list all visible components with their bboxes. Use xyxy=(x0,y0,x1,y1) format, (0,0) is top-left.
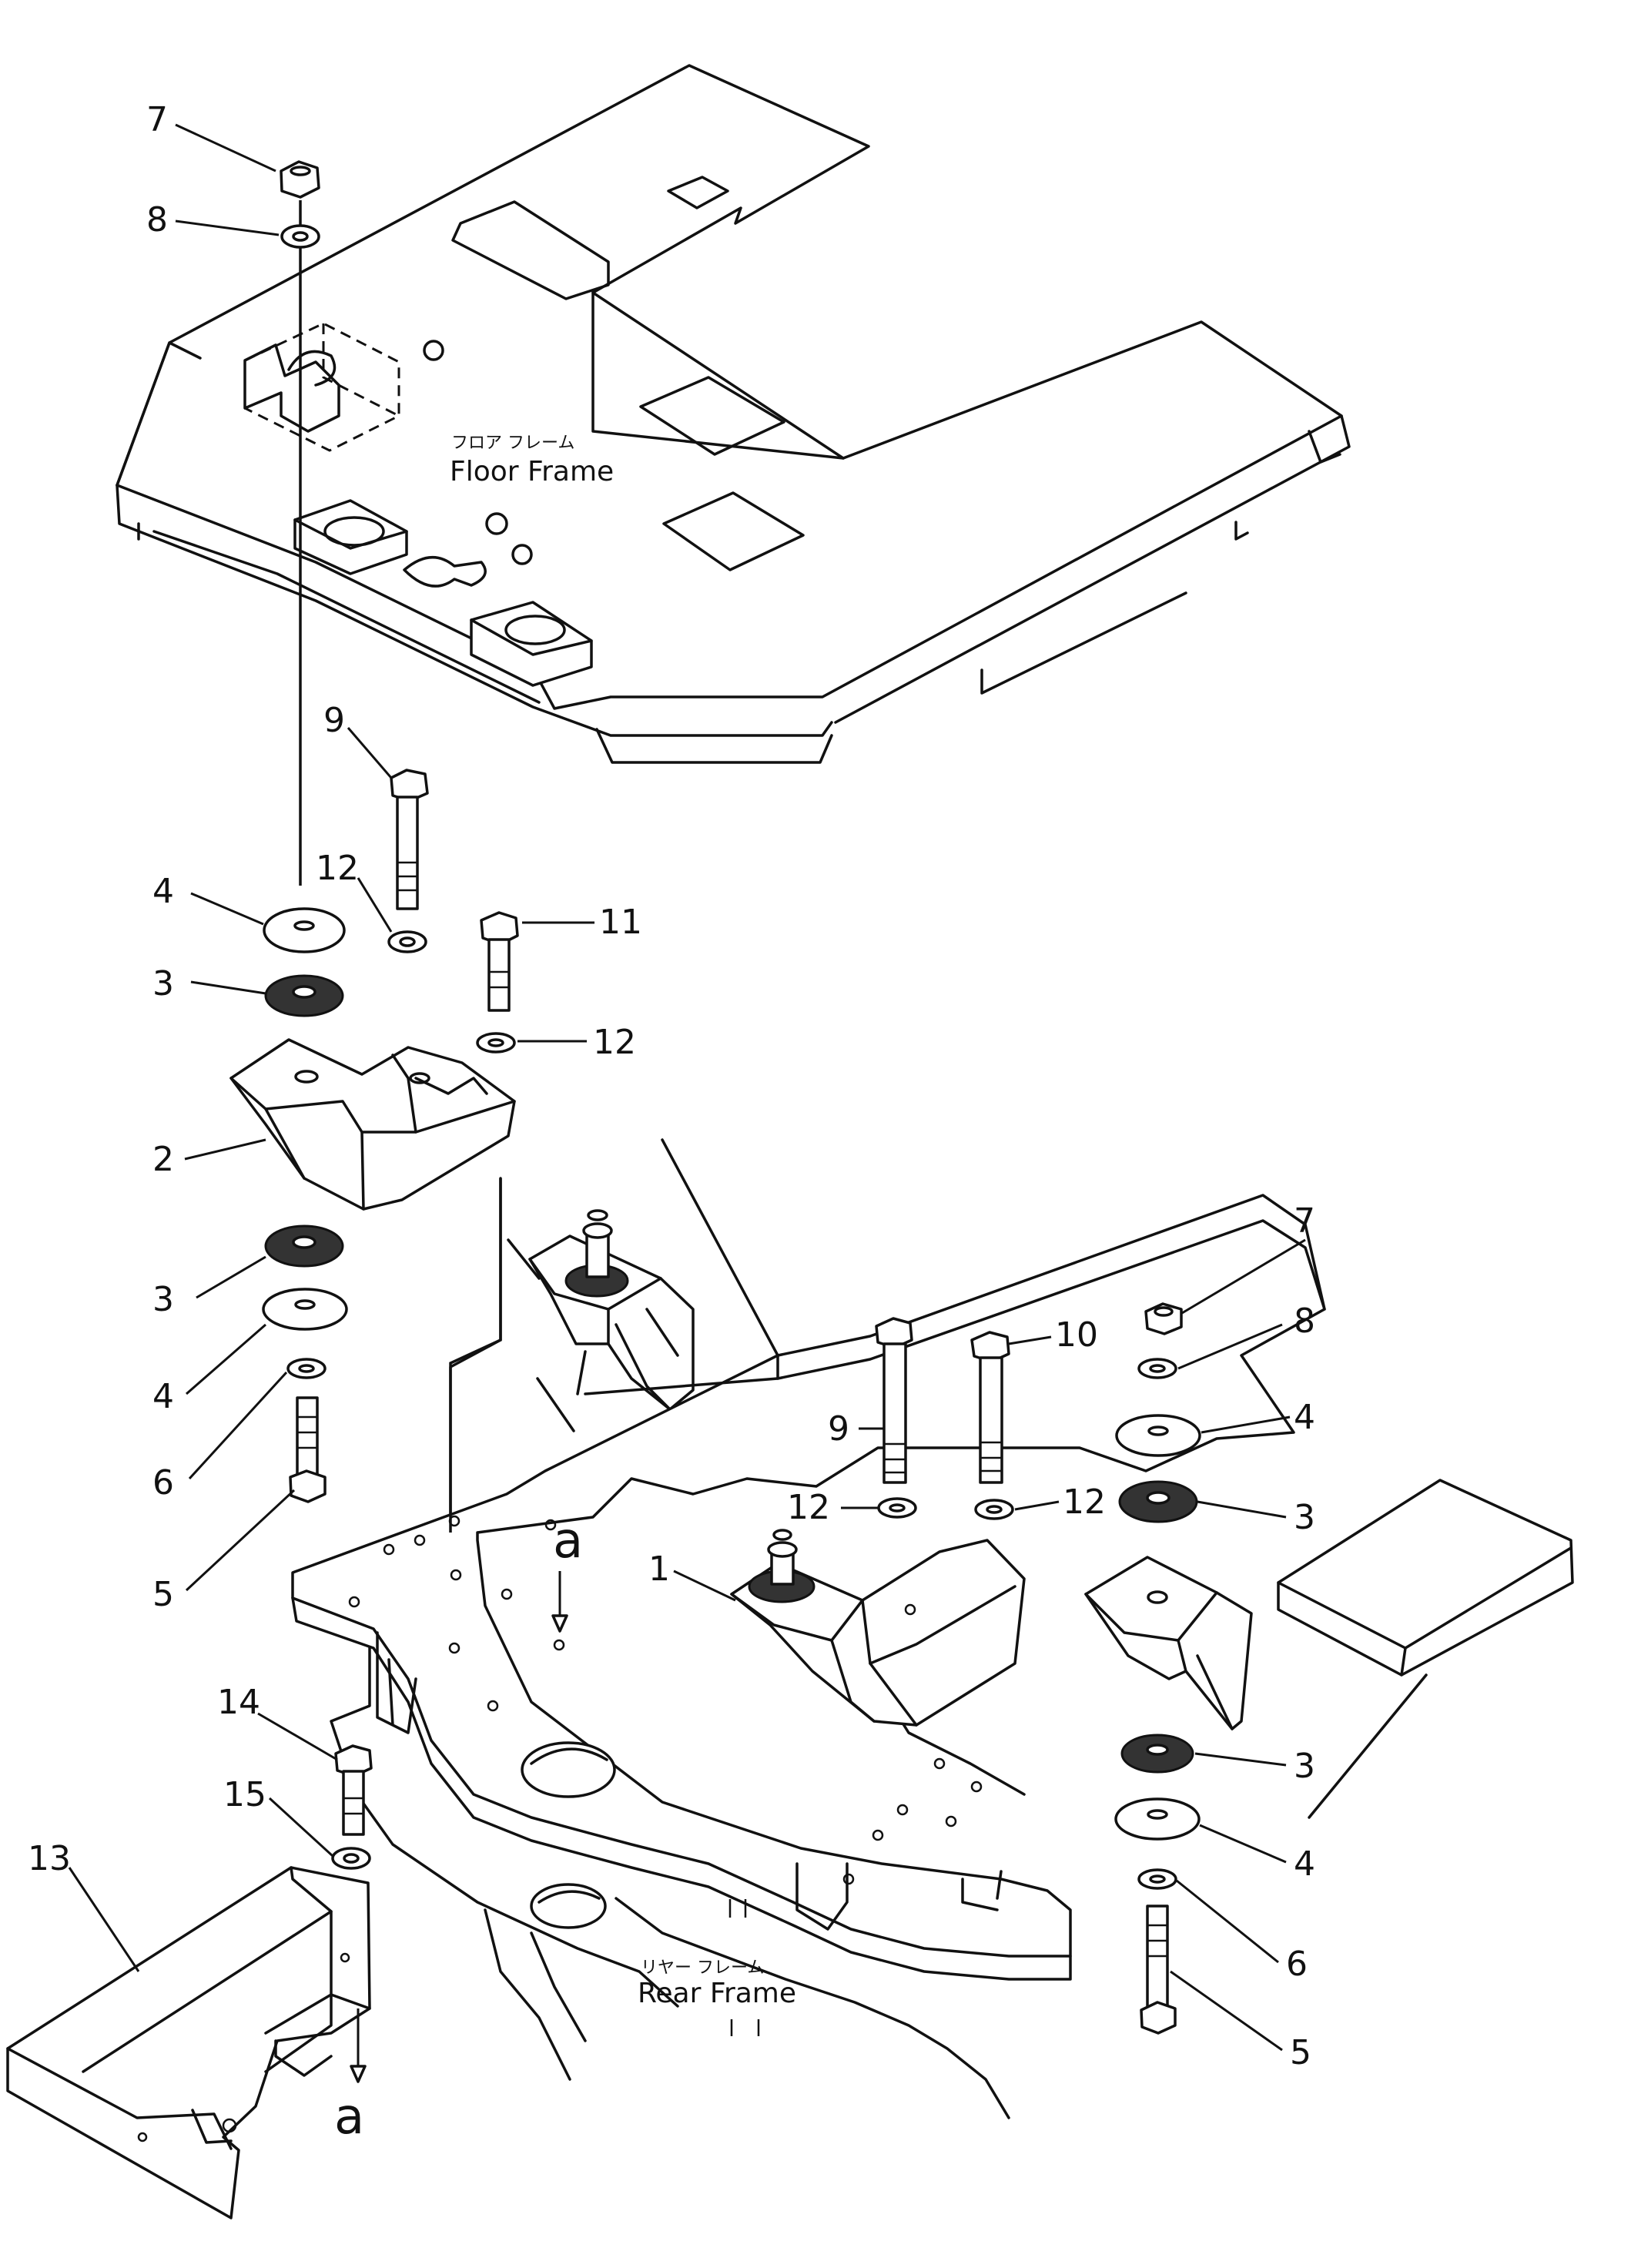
callout-3-right: 3 xyxy=(1294,1498,1315,1537)
frame-edge-mid xyxy=(661,1138,779,1357)
bracket-mount-mid xyxy=(507,1209,695,1411)
callout-9-top: 9 xyxy=(323,701,345,740)
callout-9-right: 9 xyxy=(828,1409,849,1449)
washer-12-top xyxy=(387,930,427,953)
callout-8-right: 8 xyxy=(1294,1302,1315,1341)
bolt-9-right xyxy=(875,1317,913,1484)
bracket-mount-right xyxy=(1084,1556,1253,1730)
callout-12-right-right: 12 xyxy=(1063,1482,1106,1522)
callout-12-right-left: 12 xyxy=(787,1488,830,1527)
bolt-10 xyxy=(970,1331,1010,1484)
callout-5-left: 5 xyxy=(152,1575,174,1614)
washer-15 xyxy=(331,1847,371,1870)
cushion-pad-right xyxy=(1277,1479,1574,1677)
bolt-14 xyxy=(334,1744,373,1836)
washer-12-mid xyxy=(476,1032,516,1054)
callout-14: 14 xyxy=(217,1683,260,1722)
bolt-5-rb xyxy=(1140,1905,1177,2035)
washer-8-top xyxy=(280,224,320,249)
engine-mount-1 xyxy=(730,1529,1026,1727)
washer-8-right xyxy=(1137,1358,1177,1379)
rubber-cushion-3-low xyxy=(264,1224,344,1268)
callout-4-right: 4 xyxy=(1294,1398,1315,1437)
callout-6-left: 6 xyxy=(152,1463,174,1503)
washer-12-right-left xyxy=(877,1497,917,1519)
rubber-cushion-3-right xyxy=(1118,1480,1198,1523)
callout-10: 10 xyxy=(1055,1315,1098,1355)
callout-12-top: 12 xyxy=(316,849,359,888)
callout-13: 13 xyxy=(28,1839,71,1878)
callout-7-right: 7 xyxy=(1294,1201,1315,1241)
callout-5-rb: 5 xyxy=(1290,2033,1311,2072)
assembly-axis-mid xyxy=(449,1178,502,1533)
floor-frame-label-jp: フロア フレーム xyxy=(451,434,574,453)
floor-frame xyxy=(116,64,1351,764)
rear-frame-label: Rear Frame xyxy=(638,1978,796,2009)
plate-washer-4-rb xyxy=(1114,1797,1201,1841)
rear-frame xyxy=(291,1194,1326,2119)
callout-numbers: 7 8 9 12 4 11 3 12 2 3 4 6 5 7 8 10 9 4 … xyxy=(28,100,1315,2072)
plate-washer-4-top xyxy=(263,907,346,953)
callout-4-low: 4 xyxy=(152,1377,174,1416)
callout-1: 1 xyxy=(648,1549,670,1589)
callout-8-top: 8 xyxy=(146,200,168,240)
callout-12-mid: 12 xyxy=(593,1023,636,1062)
callout-3-low: 3 xyxy=(152,1280,174,1319)
callout-4-rb: 4 xyxy=(1294,1844,1315,1884)
leader-lines xyxy=(68,123,1306,2052)
callout-2: 2 xyxy=(152,1140,174,1179)
washer-6-left xyxy=(286,1358,327,1379)
plate-washer-4-right xyxy=(1115,1414,1201,1457)
callout-6-rb: 6 xyxy=(1286,1945,1308,1984)
nut-7-top xyxy=(280,160,320,199)
rubber-cushion-3-top xyxy=(264,974,344,1017)
bracket-2 xyxy=(229,1038,516,1211)
washer-12-right-right xyxy=(974,1499,1014,1520)
callout-3-top: 3 xyxy=(152,964,174,1003)
washer-6-rb xyxy=(1137,1868,1177,1890)
reference-a-top: a xyxy=(553,1513,583,1570)
floor-frame-label: Floor Frame xyxy=(450,456,614,487)
bolt-5-left xyxy=(289,1396,327,1503)
callout-3-rb: 3 xyxy=(1294,1747,1315,1786)
callout-15: 15 xyxy=(223,1775,266,1814)
bolt-9-top xyxy=(390,769,429,910)
rear-frame-label-jp: リヤー フレーム xyxy=(641,1958,764,1978)
callout-7-top: 7 xyxy=(146,100,168,139)
reference-a-bottom: a xyxy=(334,2089,364,2146)
callout-11: 11 xyxy=(599,903,642,942)
bolt-11 xyxy=(480,911,519,1012)
plate-washer-4-low xyxy=(262,1288,348,1331)
nut-7-right xyxy=(1144,1302,1183,1335)
step-13 xyxy=(6,1866,371,2219)
callout-4-top: 4 xyxy=(152,872,174,911)
rubber-cushion-3-rb xyxy=(1120,1734,1194,1774)
